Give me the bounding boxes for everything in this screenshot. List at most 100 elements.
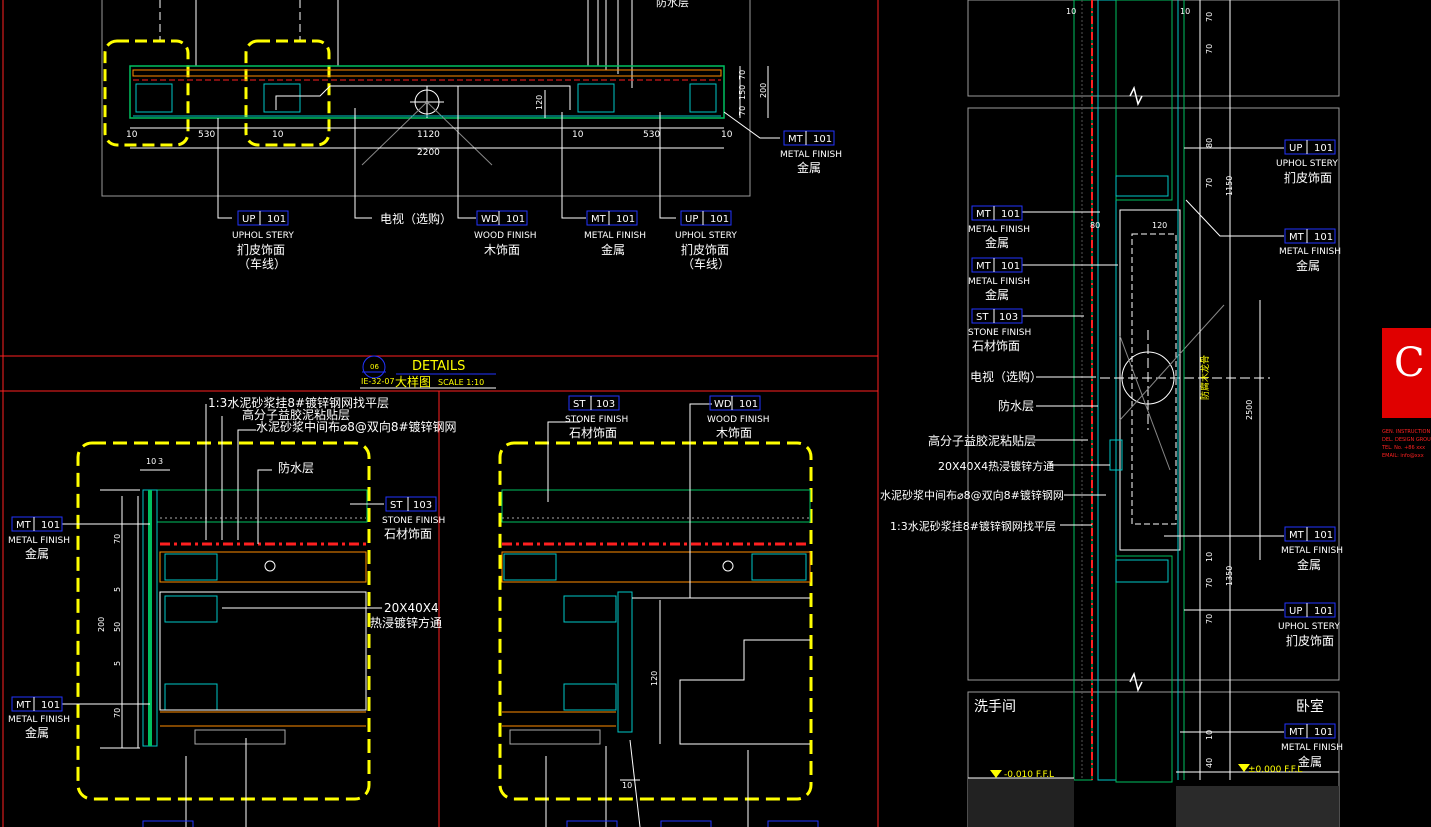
detail-scale: SCALE 1:10 (438, 378, 484, 387)
tag-up-right-1: UP 101 UPHOL STERY 扪皮饰面 (1276, 139, 1338, 185)
svg-text:80: 80 (1205, 138, 1214, 148)
svg-text:200: 200 (97, 617, 106, 632)
dim-top-5: 10 (572, 130, 584, 140)
svg-text:UPHOL STERY: UPHOL STERY (1278, 622, 1340, 632)
svg-text:STONE FINISH: STONE FINISH (968, 328, 1031, 338)
svg-text:101: 101 (710, 214, 729, 225)
svg-text:ST: ST (390, 500, 403, 511)
svg-text:MT: MT (16, 520, 32, 531)
svg-text:103: 103 (596, 399, 615, 410)
svg-text:UP: UP (242, 214, 255, 225)
svg-text:MT: MT (1289, 232, 1305, 243)
note-tv-top: 电视（选购） (380, 211, 452, 226)
note-waterproof-right: 防水层 (998, 398, 1034, 413)
level-bedroom: ±0.000 F.F.L (1248, 765, 1302, 775)
svg-text:UP: UP (1289, 143, 1302, 154)
svg-text:101: 101 (1314, 143, 1333, 154)
tag-mt-top-edge: MT 101 METAL FINISH 金属 (780, 130, 842, 175)
svg-text:木饰面: 木饰面 (484, 243, 520, 257)
svg-text:金属: 金属 (1297, 557, 1321, 572)
level-washroom: -0.010 F.F.L (1004, 770, 1054, 780)
svg-text:METAL FINISH: METAL FINISH (968, 277, 1030, 287)
svg-text:40: 40 (1205, 758, 1214, 768)
svg-text:MT: MT (976, 209, 992, 220)
svg-text:METAL FINISH: METAL FINISH (1281, 743, 1343, 753)
svg-text:UPHOL STERY: UPHOL STERY (1276, 159, 1338, 169)
svg-text:70: 70 (1205, 12, 1214, 22)
svg-text:2500: 2500 (1245, 400, 1254, 420)
svg-text:ST: ST (976, 312, 989, 323)
svg-text:101: 101 (506, 214, 525, 225)
svg-text:石材饰面: 石材饰面 (569, 426, 617, 440)
svg-text:70: 70 (113, 708, 122, 718)
svg-text:MT: MT (976, 261, 992, 272)
detail-title-cn: 大样图 (395, 374, 431, 389)
svg-text:METAL FINISH: METAL FINISH (1281, 546, 1343, 556)
svg-text:120: 120 (1152, 221, 1167, 230)
tag-mt-right-2: MT 101 METAL FINISH 金属 (968, 257, 1030, 302)
room-bedroom: 卧室 (1296, 698, 1324, 715)
detail-sheet-ref: IE-32-07 (361, 377, 395, 386)
svg-text:METAL FINISH: METAL FINISH (8, 536, 70, 546)
svg-text:UP: UP (1289, 606, 1302, 617)
svg-text:10: 10 (146, 457, 156, 466)
tag-mt-right-3: MT 101 METAL FINISH 金属 (1279, 228, 1341, 273)
note-polymer-right: 高分子益胶泥粘贴层 (928, 433, 1036, 448)
note-waterproof-left: 防水层 (278, 460, 314, 475)
svg-text:WOOD FINISH: WOOD FINISH (474, 231, 537, 241)
section-label: 防腐木龙骨 (1199, 355, 1211, 400)
tag-mt-right-5: MT 101 METAL FINISH 金属 (1281, 723, 1343, 769)
dim-top-7: 10 (721, 130, 733, 140)
svg-text:101: 101 (813, 134, 832, 145)
detail-title-en: DETAILS (412, 359, 465, 374)
dim-top-2: 10 (272, 130, 284, 140)
svg-text:金属: 金属 (985, 235, 1009, 250)
svg-text:70: 70 (113, 534, 122, 544)
svg-text:70: 70 (1205, 44, 1214, 54)
svg-text:石材饰面: 石材饰面 (384, 527, 432, 541)
svg-text:金属: 金属 (1296, 258, 1320, 273)
note-leveling-right: 1:3水泥砂浆挂8#镀锌钢网找平层 (890, 519, 1056, 533)
svg-text:103: 103 (999, 312, 1018, 323)
tag-mt-right-1: MT 101 METAL FINISH 金属 (968, 205, 1030, 250)
svg-text:10: 10 (1205, 730, 1214, 740)
tag-wd-mid: WD 101 WOOD FINISH 木饰面 (707, 395, 770, 440)
svg-text:101: 101 (1314, 727, 1333, 738)
svg-text:METAL FINISH: METAL FINISH (780, 150, 842, 160)
note-polymer-left: 高分子益胶泥粘贴层 (242, 407, 350, 422)
svg-text:扪皮饰面: 扪皮饰面 (1284, 170, 1332, 185)
dim-top-right-3: 200 (759, 83, 768, 98)
viewport-borders (101, 0, 1340, 827)
svg-text:5: 5 (113, 661, 122, 666)
note-tube-right: 20X40X4热浸镀锌方通 (938, 459, 1054, 473)
dim-top-0: 10 (126, 130, 138, 140)
title-block-notes: GEN. INSTRUCTION DEL. DESIGN GROUP TEL. … (1382, 428, 1431, 460)
svg-text:101: 101 (41, 520, 60, 531)
tag-up-top-right: UP 101 UPHOL STERY 扪皮饰面 （车线） (675, 210, 737, 271)
svg-text:MT: MT (1289, 727, 1305, 738)
note-waterproof-top: 防水层 (656, 0, 689, 9)
tag-mt-top: MT 101 METAL FINISH 金属 (584, 210, 646, 257)
dim-top-6: 530 (643, 130, 660, 140)
svg-text:金属: 金属 (25, 546, 49, 561)
svg-text:101: 101 (1001, 209, 1020, 220)
svg-text:金属: 金属 (1298, 754, 1322, 769)
note-leveling-left: 1:3水泥砂浆挂8#镀锌钢网找平层 (208, 395, 389, 410)
svg-text:METAL FINISH: METAL FINISH (968, 225, 1030, 235)
top-plan-detail: 10 530 10 1120 2200 10 530 10 70 150 70 … (103, 0, 780, 219)
svg-text:扪皮饰面: 扪皮饰面 (237, 242, 285, 257)
svg-text:101: 101 (1314, 530, 1333, 541)
tag-mt-left-upper: MT 101 METAL FINISH 金属 (8, 516, 70, 561)
svg-text:MT: MT (591, 214, 607, 225)
note-tube-a: 20X40X4 (384, 601, 439, 615)
sheet-frame (0, 0, 879, 827)
svg-text:MT: MT (1289, 530, 1305, 541)
note-tv-right: 电视（选购） (970, 369, 1042, 384)
detail-number: 06 (370, 363, 379, 371)
svg-text:石材饰面: 石材饰面 (972, 339, 1020, 353)
svg-text:WD: WD (481, 214, 499, 225)
svg-text:103: 103 (413, 500, 432, 511)
svg-text:10: 10 (1205, 552, 1214, 562)
detail-header: 06 IE-32-07 DETAILS 大样图 SCALE 1:10 (360, 355, 496, 389)
